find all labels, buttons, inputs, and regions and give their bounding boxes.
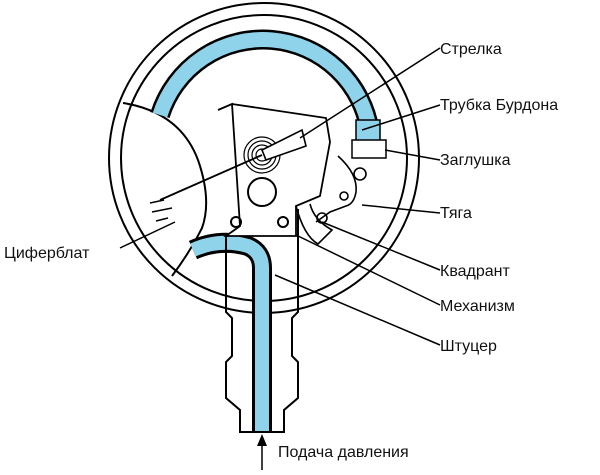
label-pressure-supply: Подача давления	[278, 444, 409, 461]
socket-channel-fill	[190, 235, 269, 432]
tube-tip	[355, 119, 381, 143]
fitting-body	[225, 209, 299, 433]
bourdon-tube-fill	[152, 32, 378, 135]
socket-channel	[188, 232, 272, 432]
label-quadrant: Квадрант	[440, 263, 511, 280]
label-plug: Заглушка	[440, 152, 511, 169]
label-mechanism: Механизм	[440, 298, 515, 315]
label-bourdon-tube: Трубка Бурдона	[440, 97, 558, 114]
label-pointer: Стрелка	[440, 41, 502, 58]
link-arm	[315, 155, 367, 223]
label-link: Тяга	[440, 205, 472, 222]
screw	[277, 216, 289, 228]
leader-lines	[119, 47, 441, 346]
label-fitting: Штуцер	[440, 338, 497, 355]
label-dial: Циферблат	[4, 245, 90, 262]
pointer	[260, 128, 307, 162]
quadrant	[295, 203, 334, 245]
pointer-needle	[159, 154, 263, 201]
pressure-arrow	[257, 434, 267, 470]
center-hole	[247, 177, 277, 207]
dial-face	[122, 102, 208, 277]
plug	[351, 139, 387, 159]
screw	[230, 216, 242, 228]
dial-tick-marks	[149, 199, 173, 222]
